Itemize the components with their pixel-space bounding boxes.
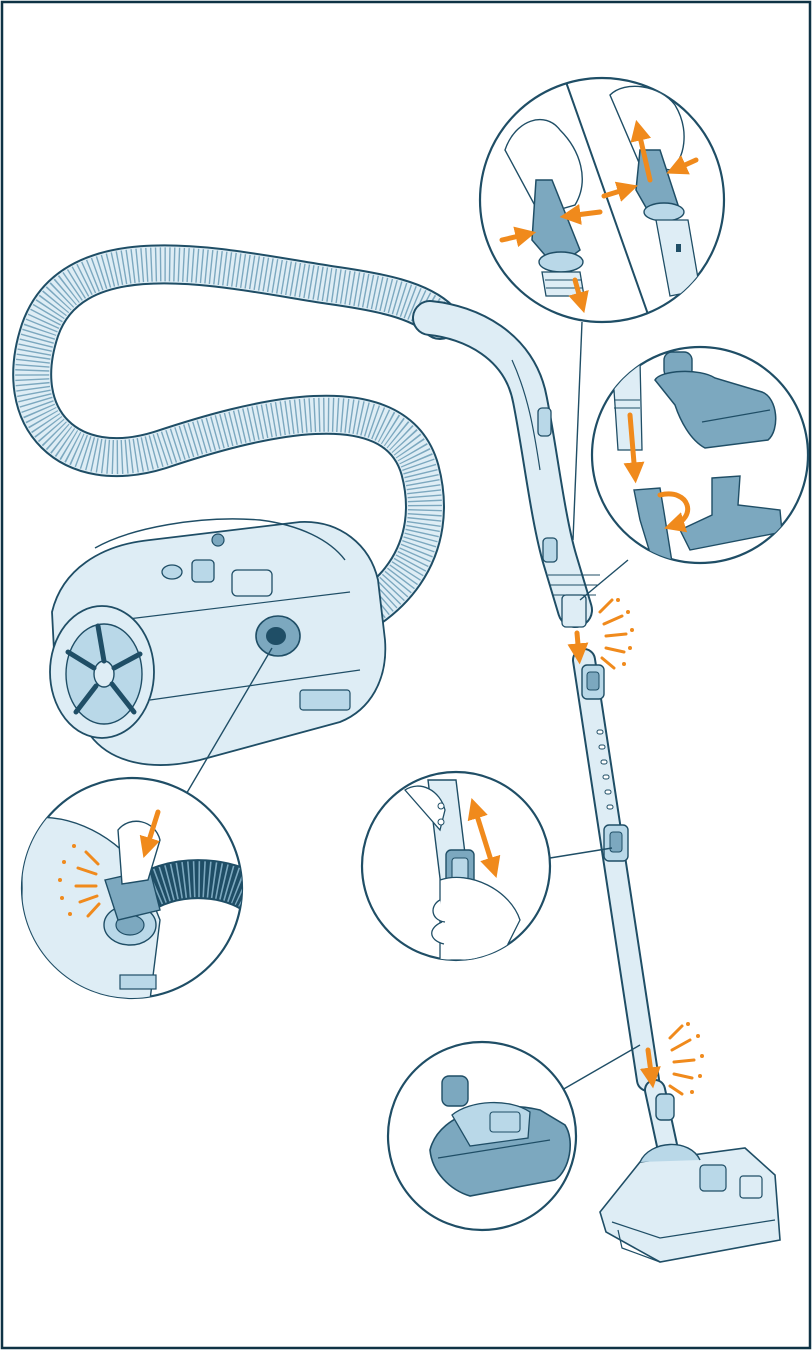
nozzle-click-icon (670, 1026, 694, 1094)
telescopic-tube-adjust-detail (362, 772, 550, 960)
handle-grip (430, 318, 600, 627)
tube-click-icon (600, 600, 626, 668)
accessory-tools-detail (592, 347, 808, 566)
vacuum-body (50, 519, 385, 765)
hose-inlet-connect-detail (22, 778, 260, 1000)
floor-nozzle-detail (388, 1042, 576, 1230)
telescopic-tube (582, 660, 648, 1080)
floor-nozzle (600, 1090, 780, 1262)
hose-handle-release-detail (480, 78, 724, 322)
